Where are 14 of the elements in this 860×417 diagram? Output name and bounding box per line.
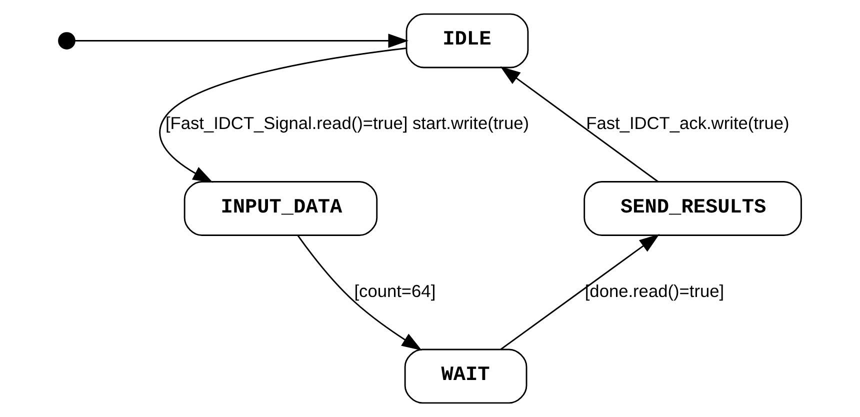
arrow [159,48,406,183]
edge-label: [Fast_IDCT_Signal.read()=true] start.write(true) [165,113,529,134]
edge-label: Fast_IDCT_ack.write(true) [586,113,790,134]
node-circle [58,32,76,50]
arrow [297,235,422,350]
node-box: IDLE [406,13,529,68]
edge-label: [count=64] [354,280,436,301]
node-box: INPUT_DATA [184,181,378,236]
arrow [74,34,408,48]
edge-label: [done.read()=true] [584,280,724,301]
arrow [500,66,658,182]
node-box: WAIT [404,348,528,404]
arrow [500,234,660,350]
node-box: SEND_RESULTS [584,181,802,236]
